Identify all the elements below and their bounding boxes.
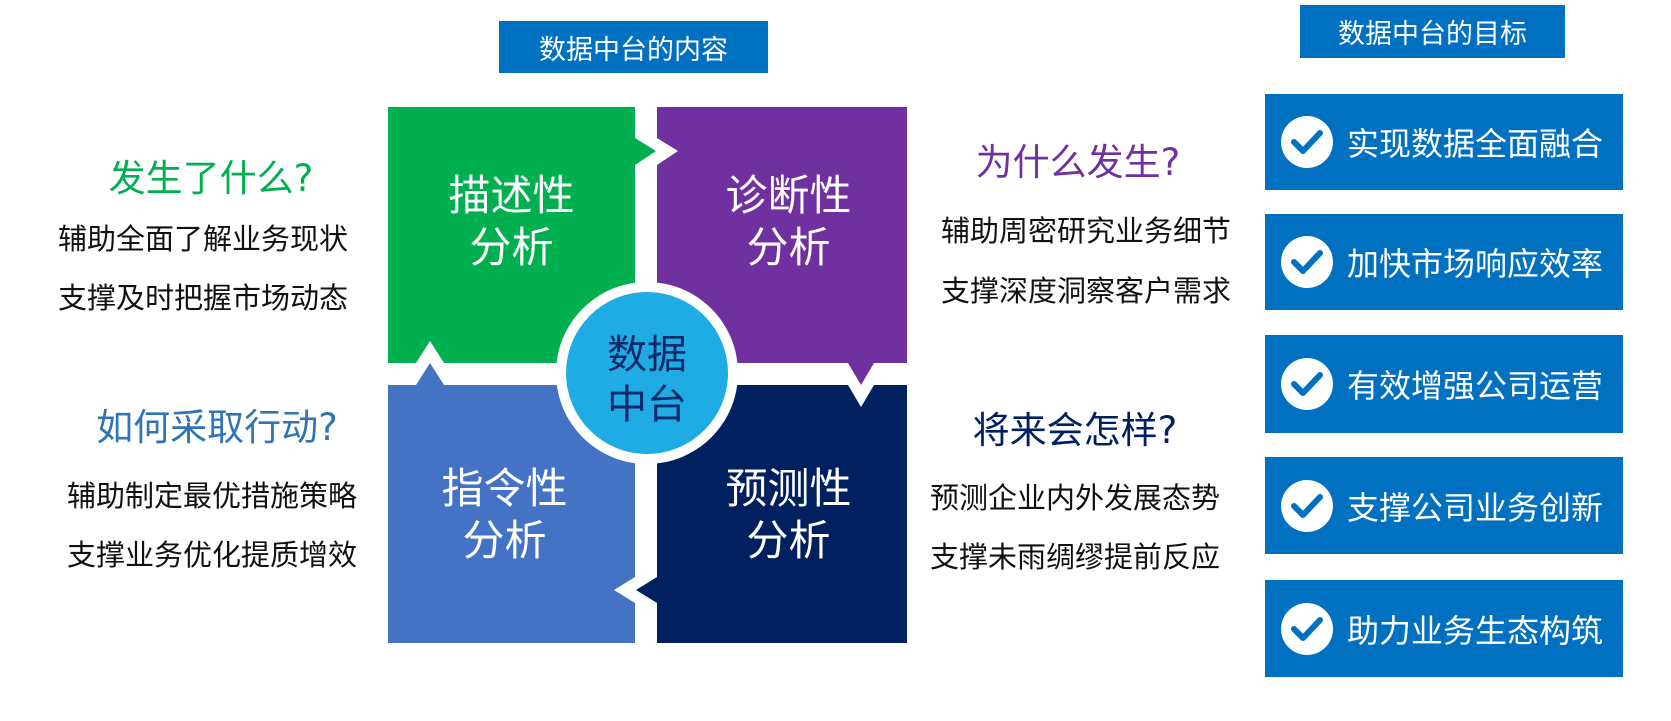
goal-label: 助力业务生态构筑 bbox=[1347, 611, 1604, 650]
check-icon bbox=[1281, 602, 1333, 655]
goal-label: 加快市场响应效率 bbox=[1347, 245, 1604, 283]
goal-item: 助力业务生态构筑 bbox=[1265, 580, 1623, 677]
descriptive-line2: 分析 bbox=[469, 223, 554, 272]
arrow-diagnostic-to-predictive bbox=[848, 363, 874, 385]
arrow-descriptive-to-diagnostic bbox=[635, 138, 656, 165]
left-top-heading: 发生了什么? bbox=[108, 157, 314, 200]
center-circle bbox=[566, 292, 728, 454]
diagnostic-line2: 分析 bbox=[746, 223, 831, 272]
prescriptive-label: 指令性 分析 bbox=[381, 463, 628, 567]
goal-item: 加快市场响应效率 bbox=[1265, 214, 1623, 310]
goal-item: 有效增强公司运营 bbox=[1265, 335, 1623, 433]
right-bottom-line: 支撑未雨绸缪提前反应 bbox=[929, 540, 1220, 574]
notch bbox=[614, 577, 635, 603]
predictive-line2: 分析 bbox=[746, 516, 831, 565]
arrow-predictive-to-prescriptive bbox=[636, 577, 657, 603]
check-icon bbox=[1281, 479, 1333, 532]
left-top-line: 辅助全面了解业务现状 bbox=[57, 222, 348, 256]
goal-label: 支撑公司业务创新 bbox=[1347, 488, 1604, 527]
right-top-heading: 为什么发生? bbox=[975, 141, 1181, 184]
goal-item: 实现数据全面融合 bbox=[1265, 94, 1623, 190]
diagnostic-line1: 诊断性 bbox=[725, 171, 852, 220]
predictive-label: 预测性 分析 bbox=[665, 463, 912, 567]
left-top-line: 支撑及时把握市场动态 bbox=[57, 281, 348, 315]
right-bottom-line: 预测企业内外发展态势 bbox=[929, 481, 1220, 515]
center-label: 数据 中台 bbox=[566, 330, 728, 430]
left-bottom-line: 支撑业务优化提质增效 bbox=[66, 538, 357, 572]
center-line1: 数据 bbox=[607, 332, 687, 378]
arrow-prescriptive-to-descriptive bbox=[416, 363, 444, 385]
goal-label: 有效增强公司运营 bbox=[1347, 367, 1604, 405]
left-bottom-line: 辅助制定最优措施策略 bbox=[66, 479, 357, 513]
check-icon bbox=[1281, 116, 1333, 168]
notch bbox=[416, 341, 444, 363]
content-title: 数据中台的内容 bbox=[499, 21, 768, 73]
prescriptive-line1: 指令性 bbox=[441, 464, 568, 513]
right-top-line: 支撑深度洞察客户需求 bbox=[940, 274, 1231, 308]
goal-item: 支撑公司业务创新 bbox=[1265, 457, 1623, 554]
goals-title: 数据中台的目标 bbox=[1300, 5, 1565, 58]
left-bottom-heading: 如何采取行动? bbox=[96, 406, 338, 449]
right-top-line: 辅助周密研究业务细节 bbox=[940, 214, 1231, 248]
descriptive-line1: 描述性 bbox=[448, 171, 575, 220]
notch bbox=[657, 138, 678, 165]
center-line2: 中台 bbox=[607, 382, 687, 428]
predictive-line1: 预测性 bbox=[725, 464, 852, 513]
notch bbox=[848, 385, 874, 407]
descriptive-label: 描述性 分析 bbox=[388, 170, 635, 274]
goal-label: 实现数据全面融合 bbox=[1347, 125, 1604, 163]
check-icon bbox=[1281, 358, 1333, 410]
diagnostic-label: 诊断性 分析 bbox=[665, 170, 912, 274]
right-bottom-heading: 将来会怎样? bbox=[972, 409, 1178, 452]
check-icon bbox=[1281, 236, 1333, 288]
prescriptive-line2: 分析 bbox=[462, 516, 547, 565]
